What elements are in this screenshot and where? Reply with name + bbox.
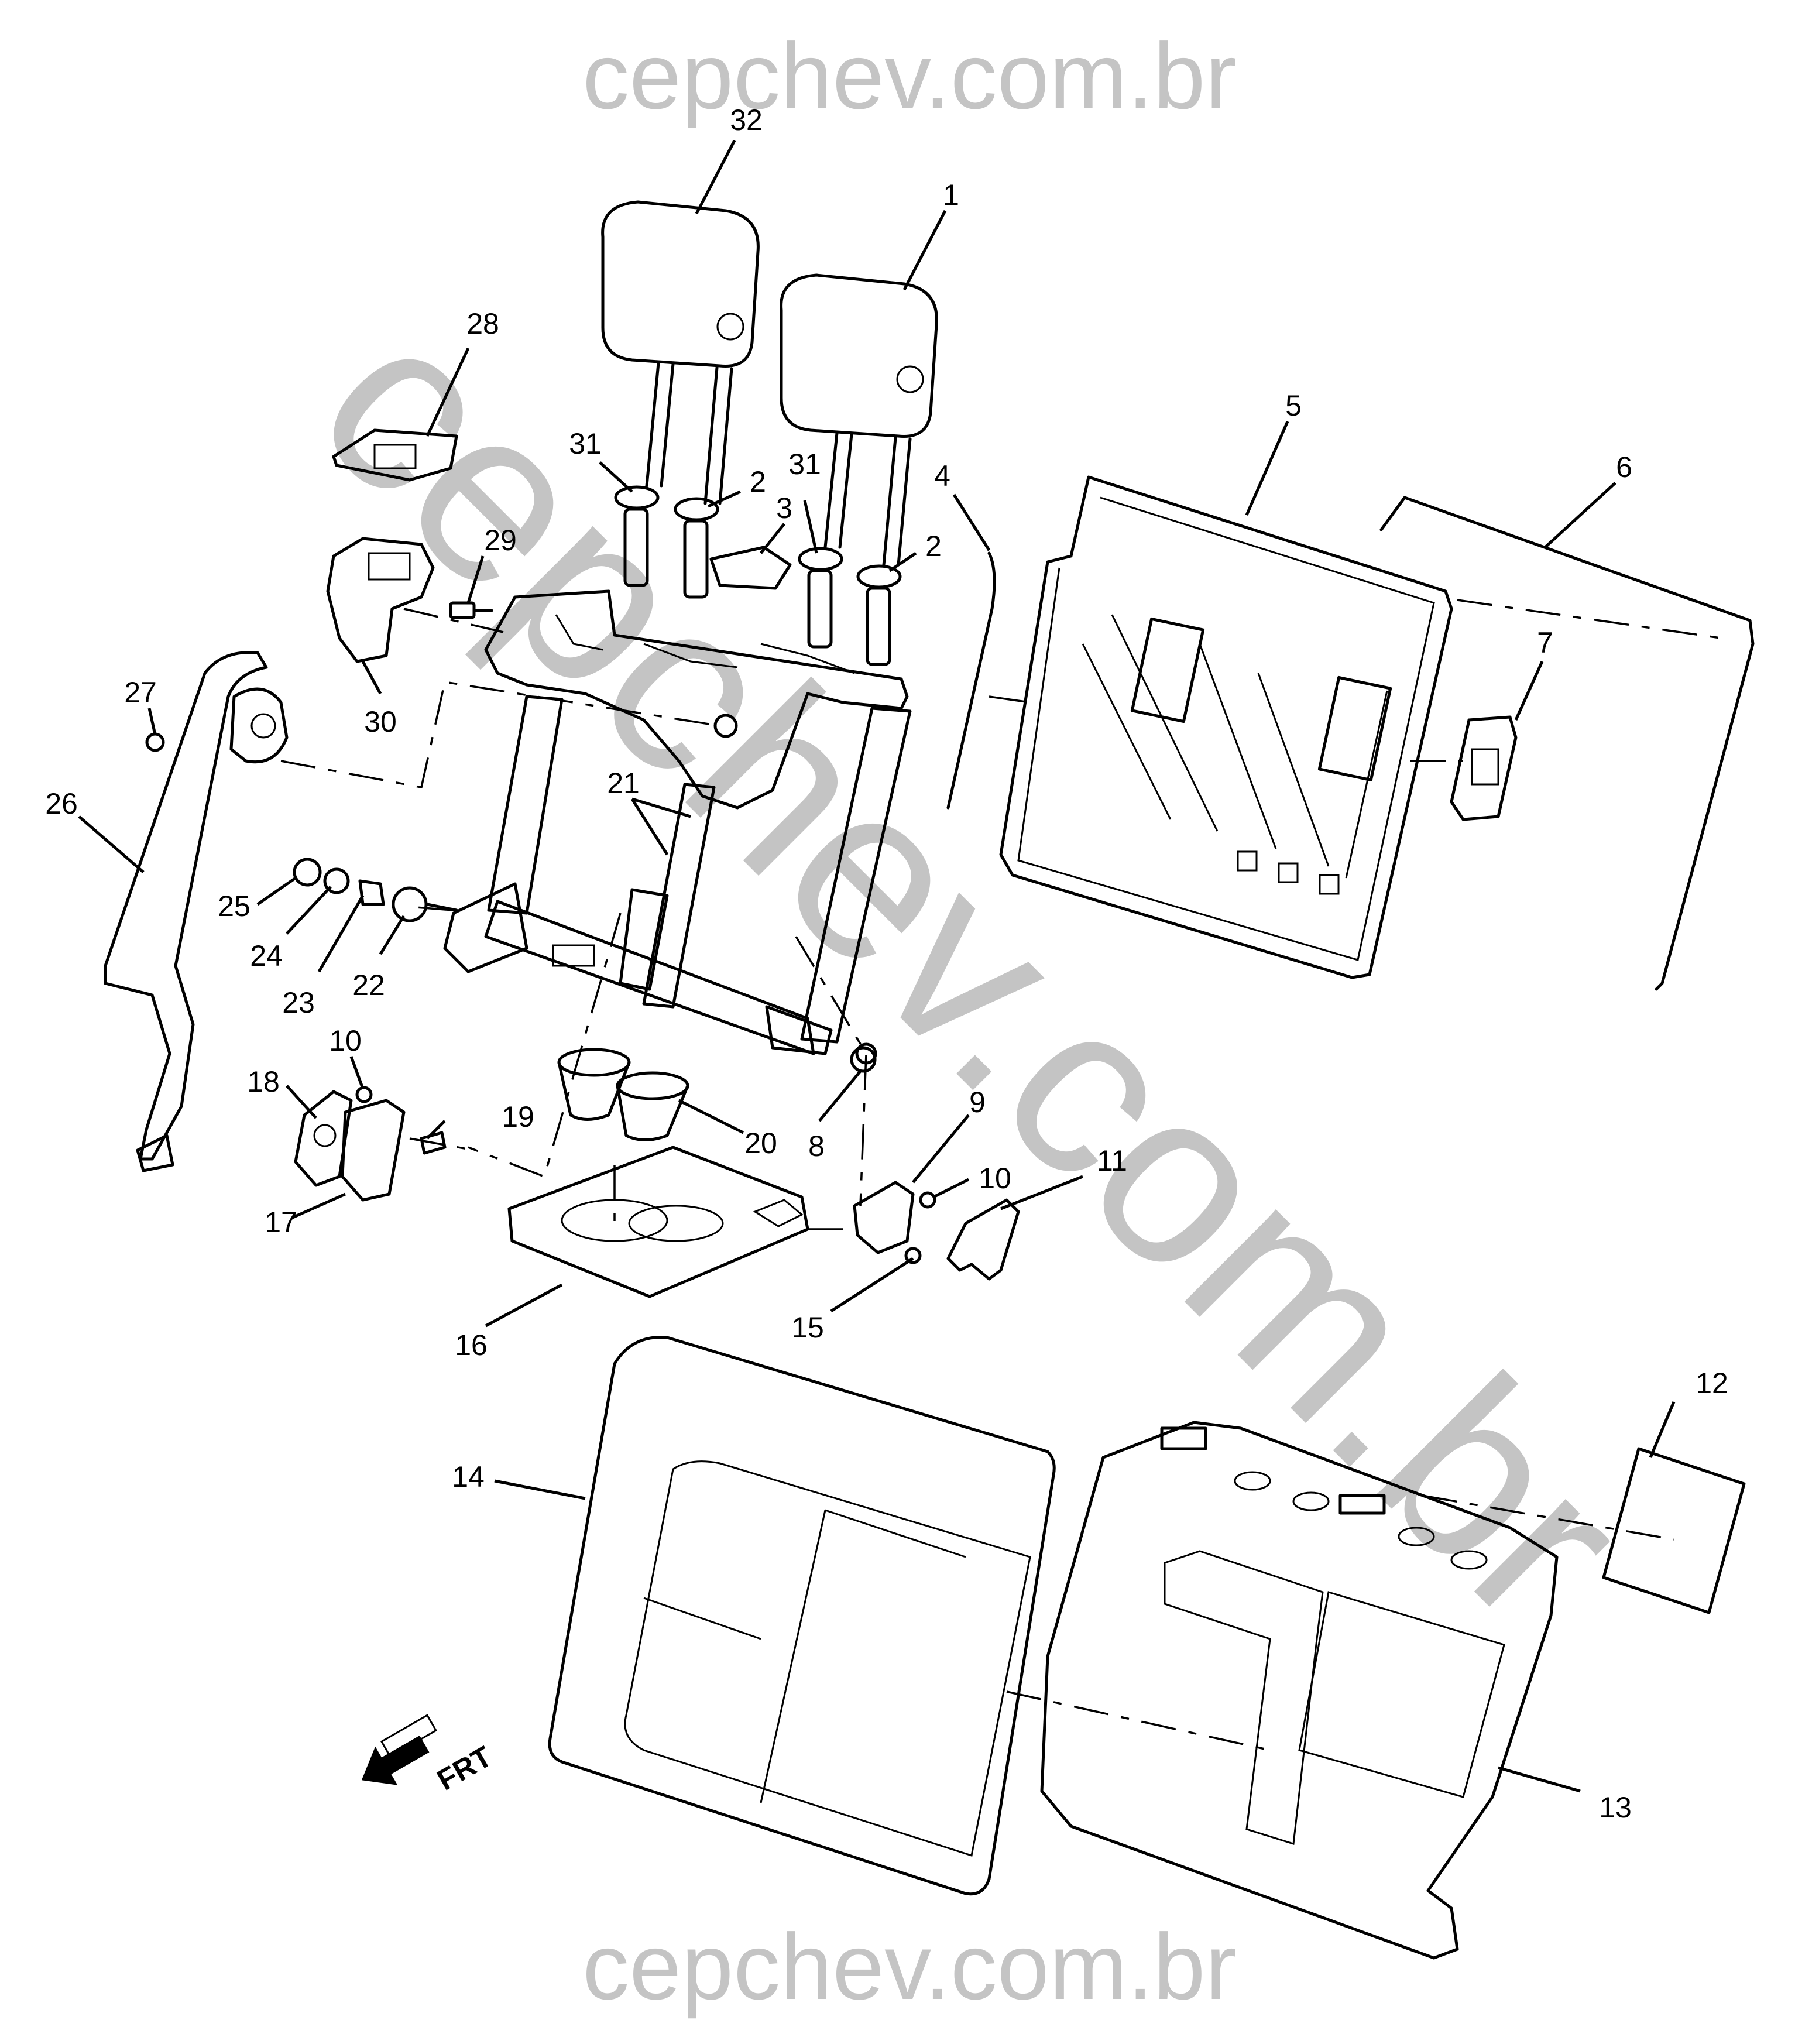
callout-7: 7 bbox=[1537, 626, 1553, 659]
callout-2-left: 2 bbox=[750, 465, 766, 498]
callout-12: 12 bbox=[1696, 1367, 1728, 1400]
callout-5: 5 bbox=[1285, 389, 1302, 422]
seal-strip bbox=[946, 551, 996, 810]
label-card bbox=[1602, 1447, 1746, 1614]
callout-13: 13 bbox=[1599, 1791, 1632, 1824]
callout-29: 29 bbox=[484, 524, 517, 557]
headrest-guides bbox=[614, 485, 902, 666]
callout-10-right: 10 bbox=[979, 1162, 1011, 1195]
headrest-left bbox=[601, 200, 760, 505]
callout-11: 11 bbox=[1097, 1144, 1127, 1177]
callout-32: 32 bbox=[730, 104, 763, 136]
guide-cap bbox=[709, 546, 792, 590]
watermark-top: cepchev.com.br bbox=[582, 23, 1237, 128]
callout-10-left: 10 bbox=[329, 1024, 362, 1057]
callout-31-right: 31 bbox=[788, 448, 821, 481]
seat-belt bbox=[104, 650, 289, 1172]
left-hinge-bracket bbox=[294, 1086, 447, 1202]
callout-24: 24 bbox=[250, 939, 283, 972]
callout-21: 21 bbox=[607, 767, 640, 800]
callout-17: 17 bbox=[265, 1206, 297, 1239]
seatback-frame bbox=[443, 589, 912, 1065]
front-arrow-label: FRT bbox=[432, 1740, 497, 1796]
callout-1: 1 bbox=[943, 179, 959, 211]
trim-molding bbox=[1379, 496, 1755, 991]
headrest-right bbox=[780, 273, 938, 567]
callout-3: 3 bbox=[776, 492, 792, 524]
callout-14: 14 bbox=[452, 1460, 485, 1493]
pivot-hardware bbox=[293, 858, 458, 922]
callout-2-right: 2 bbox=[925, 530, 942, 563]
watermark-bottom: cepchev.com.br bbox=[582, 1914, 1237, 2019]
bolt-29 bbox=[449, 601, 493, 619]
leader-lines bbox=[78, 139, 1676, 1793]
callout-15: 15 bbox=[791, 1311, 824, 1344]
callout-28: 28 bbox=[466, 307, 499, 340]
callout-22: 22 bbox=[352, 969, 385, 1002]
latch-release bbox=[1450, 715, 1518, 821]
latch-assembly bbox=[326, 537, 435, 663]
callout-20: 20 bbox=[744, 1127, 777, 1160]
seatback-trim bbox=[1040, 1421, 1559, 1960]
latch-cover bbox=[332, 428, 458, 482]
seatback-panel bbox=[999, 475, 1453, 979]
nut-27 bbox=[145, 732, 165, 752]
callout-30: 30 bbox=[364, 705, 397, 738]
callout-26: 26 bbox=[45, 787, 78, 820]
callout-19: 19 bbox=[502, 1100, 534, 1133]
callout-labels: 32 1 28 31 31 2 3 4 2 5 6 7 29 30 27 26 … bbox=[45, 104, 1728, 1824]
callout-8: 8 bbox=[808, 1130, 825, 1162]
callout-25: 25 bbox=[218, 890, 250, 922]
front-arrow-icon bbox=[361, 1714, 437, 1785]
seat-cushion bbox=[548, 1336, 1056, 1896]
callout-31-left: 31 bbox=[569, 427, 602, 460]
cup-holder-insert bbox=[557, 1048, 689, 1141]
assembly-lines bbox=[280, 599, 1721, 1751]
callout-18: 18 bbox=[247, 1065, 280, 1098]
callout-23: 23 bbox=[282, 986, 315, 1019]
callout-27: 27 bbox=[124, 676, 157, 709]
armrest bbox=[507, 1146, 809, 1298]
callout-16: 16 bbox=[455, 1329, 488, 1361]
callout-4: 4 bbox=[934, 459, 950, 492]
callout-9: 9 bbox=[969, 1086, 986, 1119]
callout-6: 6 bbox=[1616, 451, 1632, 483]
